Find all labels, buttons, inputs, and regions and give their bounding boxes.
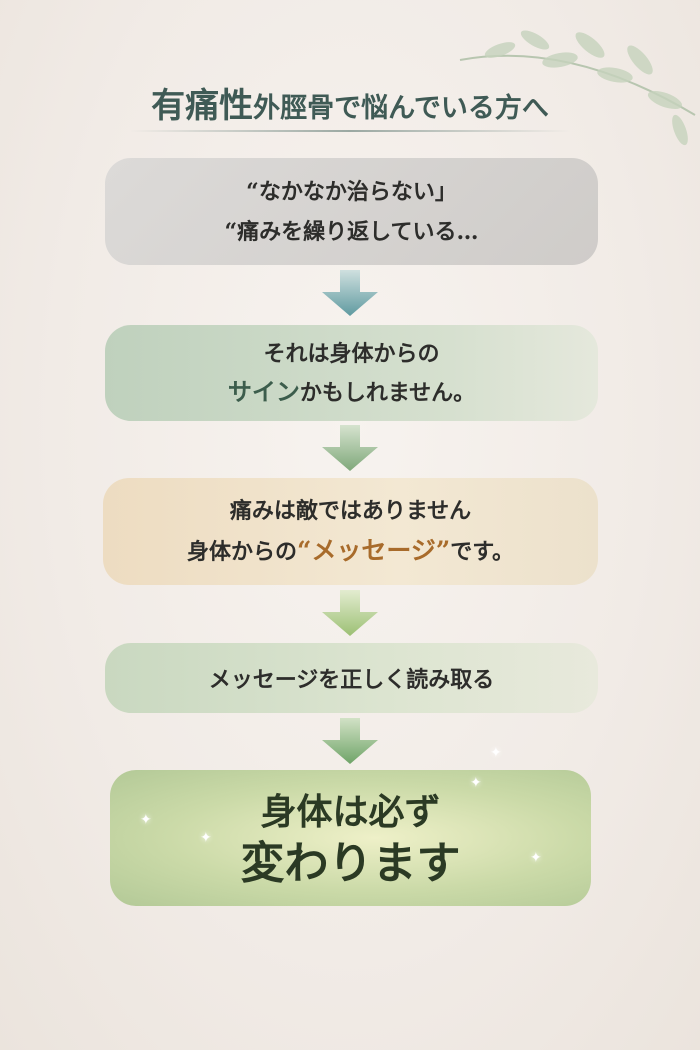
sparkle-icon: ✦ <box>140 812 152 828</box>
step-3-box: 痛みは敵ではありません 身体からの“メッセージ”です。 <box>103 478 598 585</box>
step-1-line2: “痛みを繰り返している… <box>224 218 479 245</box>
arrow-down-icon <box>322 425 378 471</box>
sparkle-icon: ✦ <box>470 775 482 791</box>
sparkle-icon: ✦ <box>530 850 542 866</box>
page-title: 有痛性外脛骨で悩んでいる方へ <box>0 78 700 127</box>
step-5-line2: 変わります <box>240 838 461 889</box>
arrow-down-icon <box>322 590 378 636</box>
step-2-accent: サイン <box>227 376 300 406</box>
step-2-line1: それは身体からの <box>263 340 440 367</box>
step-3-pre: 身体からの <box>186 539 297 565</box>
title-rest: 外脛骨で悩んでいる方へ <box>253 93 549 124</box>
step-2-box: それは身体からの サインかもしれません。 <box>105 325 598 421</box>
arrow-down-icon <box>322 270 378 316</box>
step-5-box: 身体は必ず 変わります <box>110 770 591 906</box>
sparkle-icon: ✦ <box>200 830 212 846</box>
step-5-line1: 身体は必ず <box>260 791 441 833</box>
step-3-line1: 痛みは敵ではありません <box>229 498 472 524</box>
title-divider <box>130 130 570 132</box>
step-2-line2: かもしれません。 <box>299 379 476 406</box>
leaf-decoration <box>459 30 696 146</box>
step-1-line1: “なかなか治らない」 <box>246 178 457 205</box>
step-1-box: “なかなか治らない」 “痛みを繰り返している… <box>105 158 598 265</box>
title-bold: 有痛性 <box>151 86 254 126</box>
sparkle-icon: ✦ <box>490 745 502 761</box>
step-3-post: です。 <box>450 539 515 565</box>
step-4-line1: メッセージを正しく読み取る <box>208 667 495 693</box>
arrow-down-icon <box>322 718 378 764</box>
step-4-box: メッセージを正しく読み取る <box>105 643 598 713</box>
step-3-accent: “メッセージ” <box>296 536 451 565</box>
